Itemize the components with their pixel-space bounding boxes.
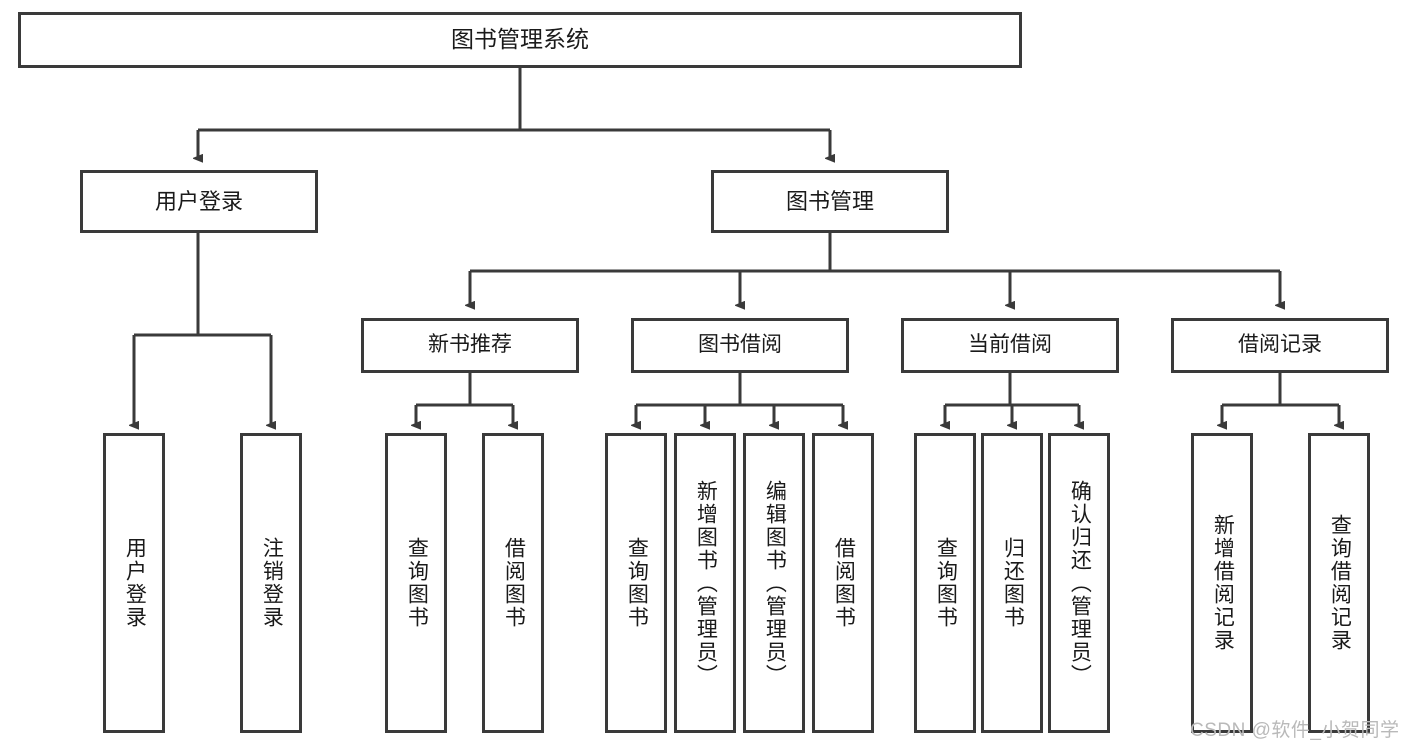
leaf-recommend-borrow-book[interactable]: 借阅图书 (482, 433, 544, 733)
node-borrow-record[interactable]: 借阅记录 (1171, 318, 1389, 373)
node-book-borrow[interactable]: 图书借阅 (631, 318, 849, 373)
node-root-system[interactable]: 图书管理系统 (18, 12, 1022, 68)
leaf-borrow-add-book-admin[interactable]: 新增图书（管理员） (674, 433, 736, 733)
node-current-borrow[interactable]: 当前借阅 (901, 318, 1119, 373)
leaf-user-login-logout[interactable]: 注销登录 (240, 433, 302, 733)
leaf-current-query-book[interactable]: 查询图书 (914, 433, 976, 733)
leaf-borrow-edit-book-admin[interactable]: 编辑图书（管理员） (743, 433, 805, 733)
node-book-management[interactable]: 图书管理 (711, 170, 949, 233)
watermark-credit: CSDN @软件_小贺同学 (1190, 720, 1400, 741)
leaf-current-return-book[interactable]: 归还图书 (981, 433, 1043, 733)
node-new-book-recommend[interactable]: 新书推荐 (361, 318, 579, 373)
leaf-recommend-query-book[interactable]: 查询图书 (385, 433, 447, 733)
leaf-current-confirm-return-admin[interactable]: 确认归还（管理员） (1048, 433, 1110, 733)
leaf-record-add-borrow-record[interactable]: 新增借阅记录 (1191, 433, 1253, 733)
leaf-record-query-borrow-record[interactable]: 查询借阅记录 (1308, 433, 1370, 733)
leaf-borrow-borrow-book[interactable]: 借阅图书 (812, 433, 874, 733)
leaf-borrow-query-book[interactable]: 查询图书 (605, 433, 667, 733)
node-user-login[interactable]: 用户登录 (80, 170, 318, 233)
leaf-user-login-login[interactable]: 用户登录 (103, 433, 165, 733)
